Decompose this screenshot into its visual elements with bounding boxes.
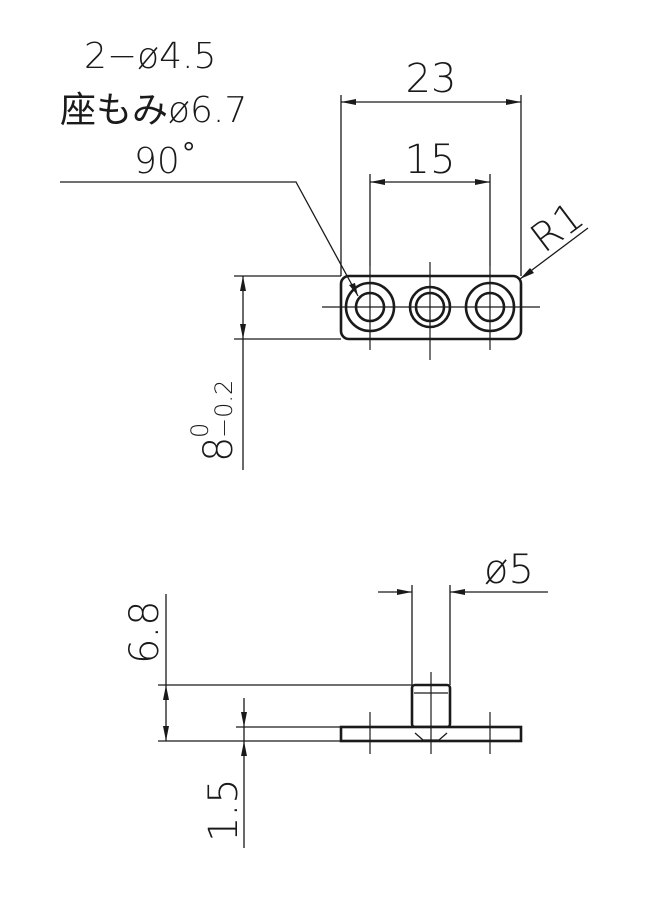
dimension-pin-diameter: ø5 [378,547,548,685]
plate-height-upper-tol: 0 [186,423,214,438]
corner-radius-label: R1 [522,193,592,262]
dimension-pin-height: 6.8 [122,594,412,742]
hole-pitch-label: 15 [405,137,456,183]
dimension-hole-pitch: 15 [369,137,491,266]
overall-length-label: 23 [406,56,457,102]
dimension-plate-height: 8 0 −0.2 [186,275,341,470]
hole-note-line1: 2−ø4.5 [84,36,216,77]
plate-thickness-label: 1.5 [201,778,247,842]
dimension-overall-length: 23 [340,56,522,276]
hole-note-line3: 90˚ [134,141,198,182]
top-view: 23 15 R1 2−ø4.5 座もみø6.7 90˚ [60,36,593,470]
corner-radius-callout: R1 [519,193,593,280]
hole-note-callout: 2−ø4.5 座もみø6.7 90˚ [60,36,359,297]
plate-height-nominal: 8 [196,437,242,462]
pin-diameter-label: ø5 [484,547,534,593]
pin-height-label: 6.8 [122,600,168,664]
dimension-plate-thickness: 1.5 [201,698,341,848]
side-view: ø5 6.8 1.5 [122,547,548,848]
plate-height-lower-tol: −0.2 [210,380,238,438]
hole-note-line2: 座もみø6.7 [60,90,247,131]
